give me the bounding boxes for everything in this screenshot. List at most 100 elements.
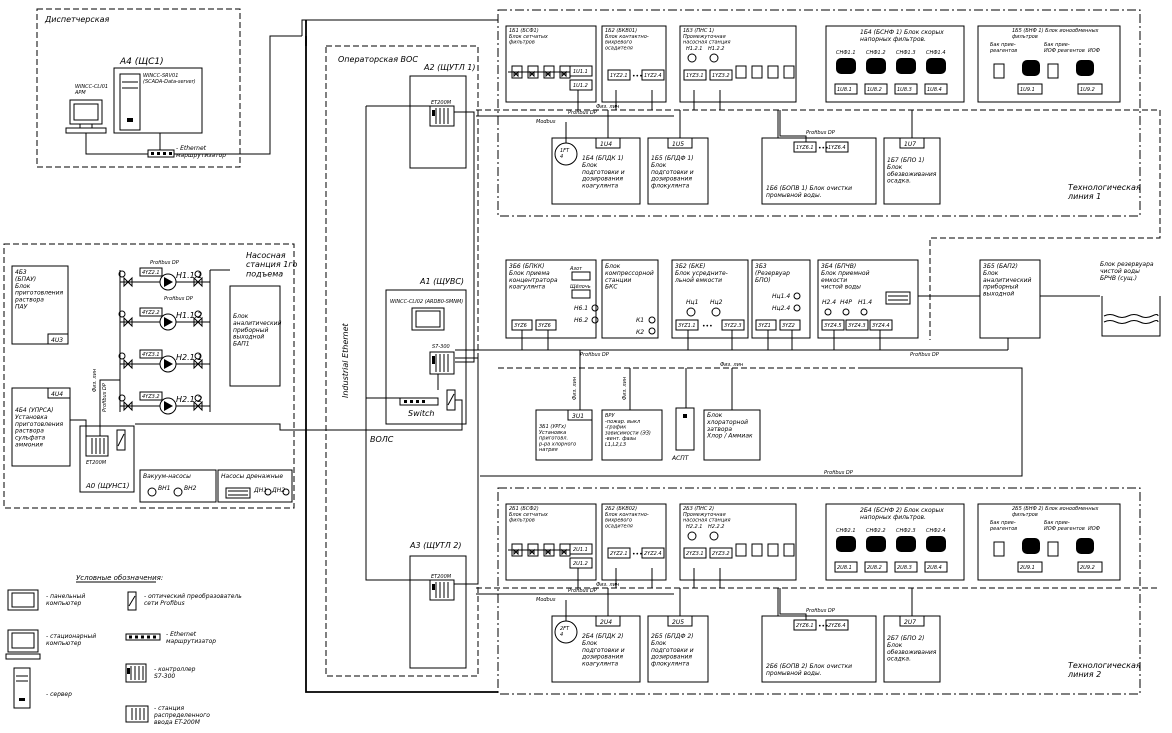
text-line: Блок резервуара	[1100, 261, 1154, 268]
yz-label: 2YZ6.4	[828, 623, 846, 629]
u8-label: 1U8.3	[897, 87, 912, 93]
text-line: 3Б3	[755, 263, 767, 270]
diagram-mark	[721, 319, 745, 331]
diagram-mark	[761, 615, 877, 683]
text-line: коагулянта	[582, 661, 619, 668]
diagram-mark	[164, 359, 173, 369]
diagram-mark	[429, 351, 455, 375]
diagram-mark	[993, 541, 1005, 557]
tank-label: Бак прие-реагентов	[989, 42, 1017, 54]
text-line: - Ethernet	[166, 631, 197, 638]
diagram-mark	[767, 543, 779, 557]
diagram-mark: АСПТ	[671, 455, 690, 462]
valve-icon	[193, 276, 203, 288]
diagram-mark	[174, 35, 302, 155]
diagram-mark	[761, 137, 877, 205]
text-line: сульфата	[15, 435, 46, 442]
text-line: раствора	[14, 428, 44, 435]
text-line: аналитический	[983, 277, 1031, 284]
text-line: 1Б5 (БПДФ 1)	[651, 155, 694, 162]
text-line: Блок сетчатых	[509, 34, 548, 40]
diagram-mark	[860, 308, 868, 316]
block-3b2	[671, 259, 749, 339]
diagram-mark: К2	[636, 329, 644, 336]
diagram-mark	[894, 561, 918, 573]
diagram-mark	[687, 53, 697, 63]
diagram-mark	[869, 319, 893, 331]
u5-label: 1U5	[672, 141, 684, 148]
profibus-label: Profibus DP	[164, 296, 193, 302]
diagram-mark: 3Б2 (БКЕ)Блок усредните-льной емкости	[674, 263, 728, 284]
text-line: раствора	[14, 297, 44, 304]
text-line: WINCC-SRV01	[143, 73, 178, 79]
diagram-mark: •••	[702, 323, 713, 330]
text-line: 4Б3	[15, 269, 27, 276]
text-line: АРМ	[74, 90, 86, 96]
text-line: промывной воды.	[766, 670, 822, 677]
filter-label: СНФ2.3	[896, 528, 916, 534]
diagram-mark	[1017, 561, 1043, 573]
text-line: реагентов	[989, 526, 1017, 532]
text-line: Блок контактно-	[605, 34, 649, 40]
diagram-mark: К1	[636, 317, 644, 324]
u8-label: 1U8.4	[927, 87, 942, 93]
diagram-mark: •••	[632, 73, 643, 80]
diagram-mark	[47, 333, 69, 345]
diagram-mark: ДН2	[271, 487, 285, 494]
text-line: 1Б2 (БКВ01)	[605, 28, 637, 34]
u9-label: 2U9.1	[1020, 565, 1035, 571]
diagram-mark	[894, 83, 918, 95]
text-line: 1FT	[560, 148, 570, 154]
diagram-mark	[1017, 83, 1043, 95]
diagram-mark	[866, 58, 886, 74]
text-line: Блок приема	[509, 270, 550, 277]
diagram-mark	[432, 356, 435, 364]
optical-converter-icon	[446, 389, 456, 411]
diagram-mark	[641, 69, 665, 81]
diagram-mark	[783, 65, 795, 79]
tank-label: Бак прие-реагентов	[989, 520, 1017, 532]
yz-label: 1YZ2.1	[610, 73, 628, 79]
profibus-label: Profibus DP	[568, 110, 597, 116]
diagram-mark	[505, 503, 597, 581]
diagram-mark	[601, 503, 667, 581]
diagram-mark	[648, 316, 656, 324]
diagram-mark: 3YZ4.4	[872, 323, 890, 329]
text-line: -пожар. выкл	[605, 419, 641, 425]
diagram-mark	[139, 267, 163, 277]
valve-icon	[123, 316, 133, 328]
text-line: 1Б1 (БСФ1)	[509, 28, 539, 34]
diagram-mark: Н6.2	[574, 317, 588, 324]
diagram-mark	[783, 543, 795, 557]
diagram-mark	[793, 292, 801, 300]
yz-label: 1YZ2.4	[644, 73, 662, 79]
text-line: линия 1	[1067, 192, 1101, 201]
u8-label: 2U8.1	[837, 565, 852, 571]
diagram-mark	[845, 319, 869, 331]
diagram-mark	[821, 319, 845, 331]
diagram-mark	[1077, 561, 1103, 573]
motor-label: 4YZ3.2	[142, 394, 160, 400]
diagram-mark	[641, 547, 665, 559]
et200m-a0-icon: ET200M	[85, 435, 109, 466]
diagram-mark: 3YZ2.3	[724, 323, 742, 329]
text-line: распределенного	[153, 712, 210, 719]
diagram-mark	[885, 291, 911, 305]
diagram-mark: 3YZ6	[514, 323, 527, 329]
diagram-mark: Нц2	[710, 299, 723, 306]
diagram-mark	[779, 588, 807, 620]
filter-label: СНФ2.1	[836, 528, 856, 534]
modbus-label: Modbus	[536, 119, 556, 125]
text-line: Блок	[707, 412, 723, 419]
text-line: Блок приемной	[821, 270, 870, 277]
diagram-mark	[118, 310, 126, 318]
dispatcher-area: Диспетчерская А4 (ЩС1) WINCC-SRV01(SCADA…	[36, 8, 498, 168]
